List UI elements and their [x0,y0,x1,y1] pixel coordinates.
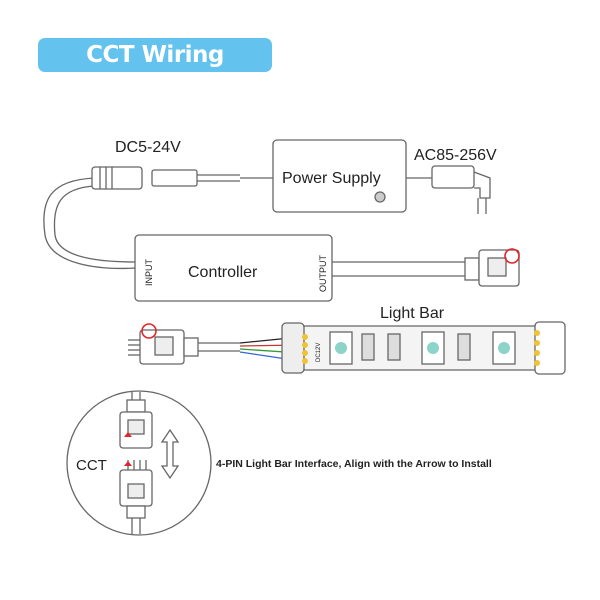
output-connector [464,257,480,281]
controller-box [134,234,333,302]
rgb-led [335,342,347,354]
diagram-title: CCT Wiring Diagram [38,38,272,102]
dc-female-jack [91,166,143,190]
power-supply-label: Power Supply [282,170,381,187]
dc-voltage-label: DC5-24V [115,139,181,156]
double-arrow-icon [160,428,180,480]
ac-voltage-label: AC85-256V [414,147,497,164]
cct-label: CCT [76,457,107,474]
install-instruction: 4-PIN Light Bar Interface, Align with th… [216,458,492,470]
rgb-led [427,342,439,354]
strip-voltage-label: DC12V [316,343,322,362]
align-marker [504,248,520,264]
output-port-label: OUTPUT [318,255,328,293]
light-bar-label: Light Bar [380,305,445,322]
dc-male-plug [151,169,198,187]
input-port-label: INPUT [144,258,154,286]
detail-callout [66,390,212,536]
ac-plug [431,165,475,189]
align-marker [141,323,157,339]
dc-cable [43,177,136,270]
controller-label: Controller [188,264,258,281]
power-supply-box [272,139,407,213]
rgb-led [498,342,510,354]
